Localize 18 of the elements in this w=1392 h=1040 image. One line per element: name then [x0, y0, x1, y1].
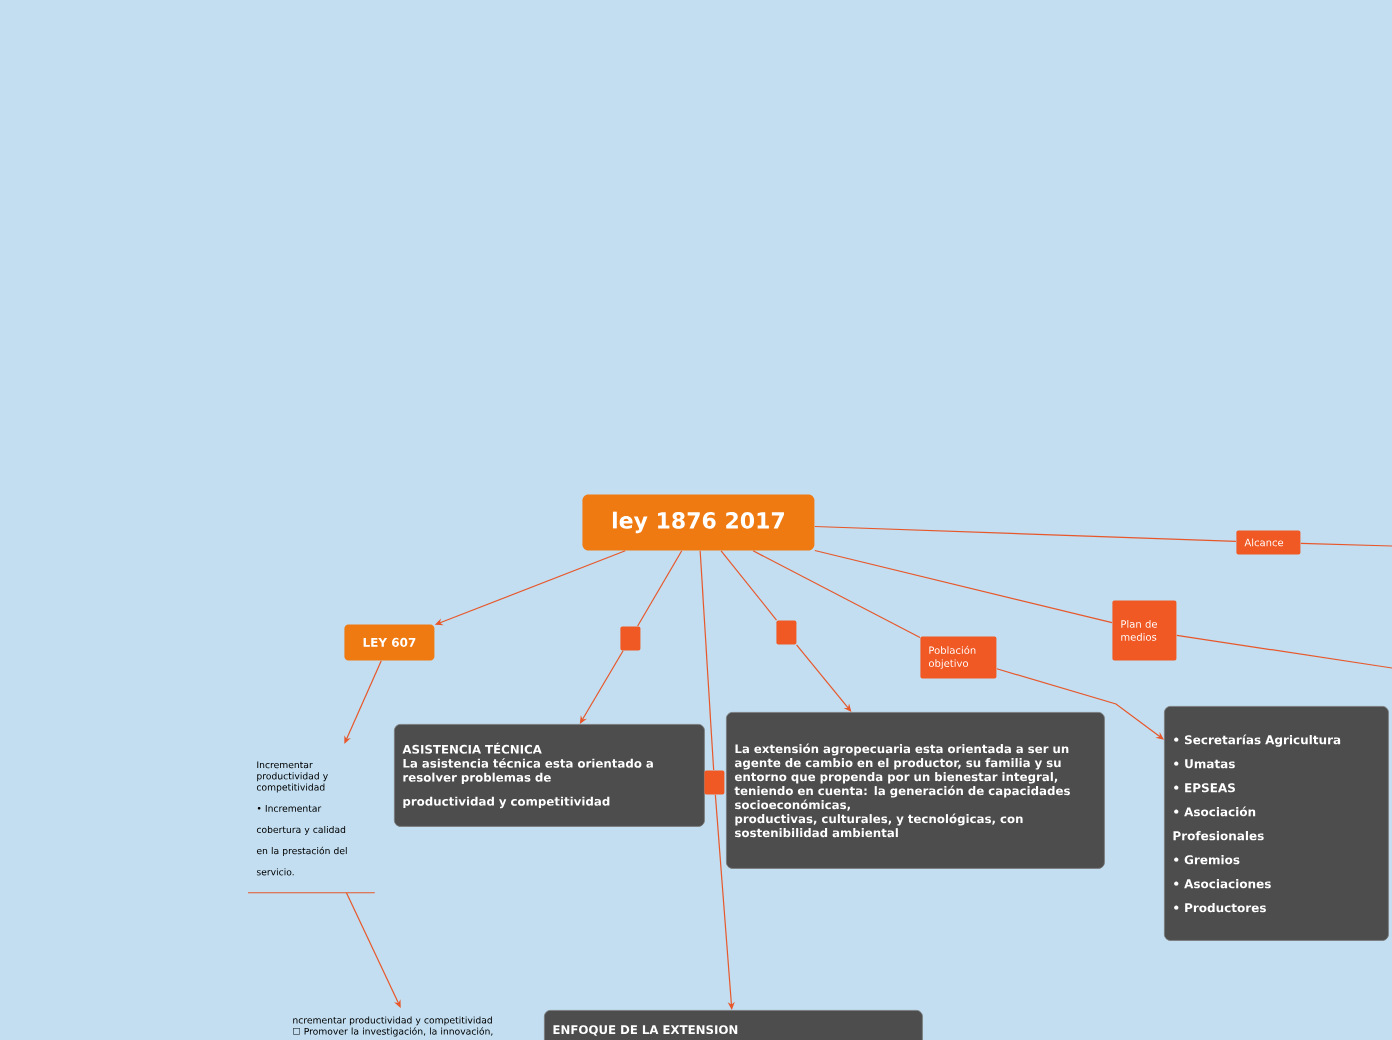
connector-line	[814, 525, 1237, 542]
connector-line	[699, 550, 715, 771]
connector-line	[714, 794, 735, 1010]
connector-line	[720, 550, 778, 621]
connector-line	[1300, 542, 1392, 547]
connector-line	[814, 549, 1113, 624]
connector-line	[637, 550, 683, 627]
connector-line	[579, 650, 624, 724]
connector-line	[795, 644, 852, 712]
connector-line	[996, 668, 1164, 740]
connector-square	[776, 620, 797, 645]
central-topic-box: ley 1876 2017	[582, 494, 815, 551]
connector-line	[1176, 634, 1392, 669]
connector-line	[752, 550, 921, 639]
connector-square	[620, 626, 641, 651]
connector-square	[704, 770, 725, 795]
connector-line	[344, 660, 382, 744]
connector-line	[345, 892, 401, 1008]
